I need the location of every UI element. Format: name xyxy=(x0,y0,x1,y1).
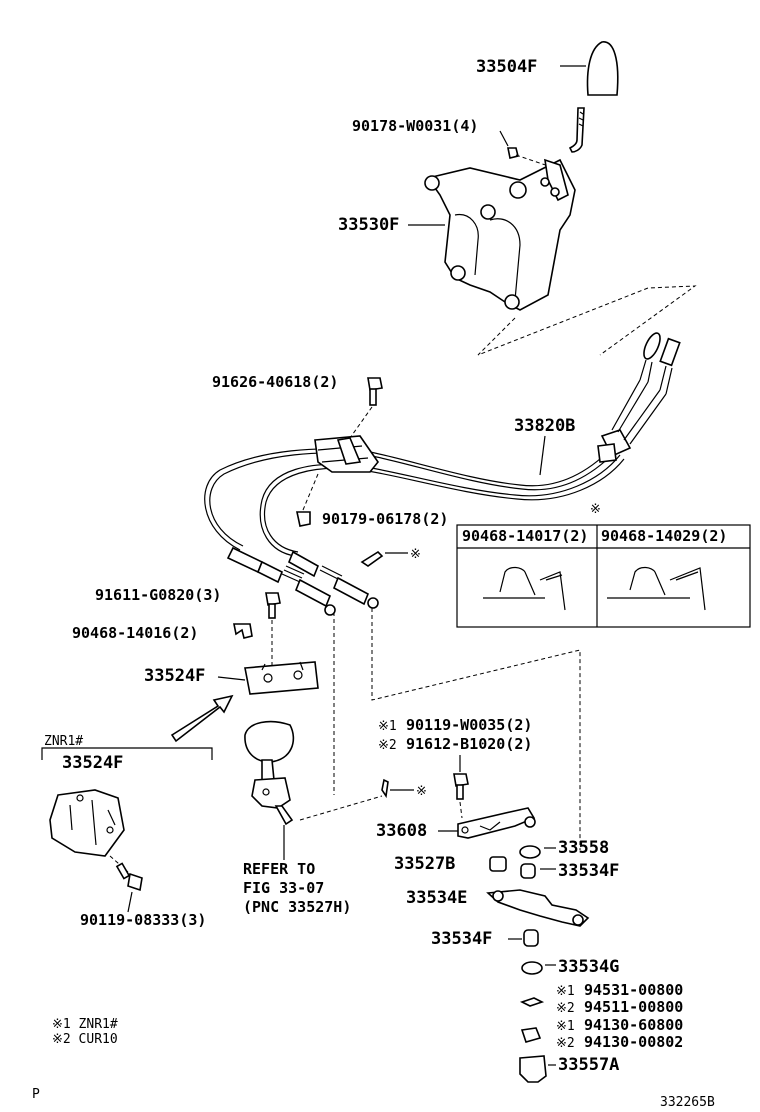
label-lever-534e: 33534E xyxy=(406,888,467,908)
opt2-mark-c: ※2 xyxy=(556,1036,575,1051)
label-nut-opt1: 94130-60800 xyxy=(584,1016,683,1034)
label-refer-3: (PNC 33527H) xyxy=(243,898,351,916)
label-bolt-2: 91626-40618(2) xyxy=(212,373,338,391)
pin-icon-2 xyxy=(381,778,389,799)
cable-retainer xyxy=(314,435,379,473)
leader-bracket xyxy=(217,676,246,681)
shift-knob xyxy=(560,41,619,96)
washer-534g-icon xyxy=(521,961,543,975)
shift-lever-assembly xyxy=(424,158,576,311)
transmission-lever xyxy=(244,720,295,826)
label-bracket: 33524F xyxy=(144,666,205,686)
note-1: ※1 ZNR1# xyxy=(52,1017,118,1032)
label-washer-opt1: 94531-00800 xyxy=(584,981,683,999)
label-bolt-opt1: 90119-W0035(2) xyxy=(406,716,532,734)
cable-assembly xyxy=(204,332,681,616)
lever-534e-part xyxy=(486,889,590,927)
corner-mark: P xyxy=(32,1087,40,1102)
label-bush-534f-b: 33534F xyxy=(431,929,492,949)
label-cable: 33820B xyxy=(514,416,575,436)
label-nut-opt2: 94130-00802 xyxy=(584,1033,683,1051)
shift-rod xyxy=(568,107,585,153)
clip-icon-2 xyxy=(233,623,253,639)
label-bush-527: 33527B xyxy=(394,854,455,874)
label-refer-2: FIG 33-07 xyxy=(243,879,324,897)
label-bolt-opt2: 91612-B1020(2) xyxy=(406,735,532,753)
dash-bolt-2 xyxy=(349,406,373,439)
opt1-mark-c: ※1 xyxy=(556,1019,575,1034)
leader-znr-bolt xyxy=(127,891,133,913)
washer-icon xyxy=(519,997,545,1007)
label-clip-2: 90468-14016(2) xyxy=(72,624,198,642)
label-bush-534f-a: 33534F xyxy=(558,861,619,881)
bolt-icon-3 xyxy=(453,773,469,800)
label-boot: 33557A xyxy=(558,1055,619,1075)
dash-bolt-opt xyxy=(459,801,463,819)
nut-icon xyxy=(507,147,519,159)
label-clip-box-left: 90468-14017(2) xyxy=(462,527,588,545)
bolt-icon-znr xyxy=(115,862,143,892)
boot-icon xyxy=(519,1055,547,1083)
label-nut-4: 90178-W0031(4) xyxy=(352,117,478,135)
label-znr-bracket: 33524F xyxy=(62,753,123,773)
star-mark-1: ※ xyxy=(410,547,421,562)
label-knob: 33504F xyxy=(476,57,537,77)
opt1-mark-a: ※1 xyxy=(378,719,397,734)
label-washer-opt2: 94511-00800 xyxy=(584,998,683,1016)
label-washer-534g: 33534G xyxy=(558,957,619,977)
arrow-icon xyxy=(170,694,234,743)
bushing-534f-b-icon xyxy=(523,929,539,947)
leader-nut-4 xyxy=(499,130,509,147)
opt2-mark-a: ※2 xyxy=(378,738,397,753)
bolt-icon-1 xyxy=(367,377,383,406)
leader-cable xyxy=(539,435,546,476)
opt2-mark-b: ※2 xyxy=(556,1001,575,1016)
bushing-534f-a-icon xyxy=(520,863,536,879)
label-bush-558: 33558 xyxy=(558,838,609,858)
label-clip-box-right: 90468-14029(2) xyxy=(601,527,727,545)
dash-refer xyxy=(299,795,383,821)
opt1-mark-b: ※1 xyxy=(556,984,575,999)
label-znr-header: ZNR1# xyxy=(44,734,83,749)
znr-bracket-line xyxy=(41,747,213,760)
clip-options-box: ※ xyxy=(456,502,751,628)
bushing-558-icon xyxy=(519,845,541,859)
lever-arm-part xyxy=(457,807,536,839)
pin-icon xyxy=(360,550,384,567)
dash-lever-link xyxy=(371,608,581,850)
nut-icon-2 xyxy=(520,1027,542,1043)
znr-bracket-part xyxy=(49,789,125,857)
label-refer-1: REFER TO xyxy=(243,860,315,878)
label-bolt-3: 91611-G0820(3) xyxy=(95,586,221,604)
bolt-icon-2 xyxy=(265,592,281,619)
label-clip-top: 90179-06178(2) xyxy=(322,510,448,528)
clip-box-mark: ※ xyxy=(590,502,601,517)
bushing-527-icon xyxy=(489,856,507,872)
label-lever-arm: 33608 xyxy=(376,821,427,841)
clip-icon-top xyxy=(296,511,311,527)
label-shift-lever: 33530F xyxy=(338,215,399,235)
star-mark-2: ※ xyxy=(416,784,427,799)
figure-number: 332265B xyxy=(660,1095,715,1110)
label-znr-bolt: 90119-08333(3) xyxy=(80,911,206,929)
note-2: ※2 CUR10 xyxy=(52,1032,118,1047)
bracket-icon xyxy=(244,661,319,695)
dash-clip-top xyxy=(302,473,319,511)
